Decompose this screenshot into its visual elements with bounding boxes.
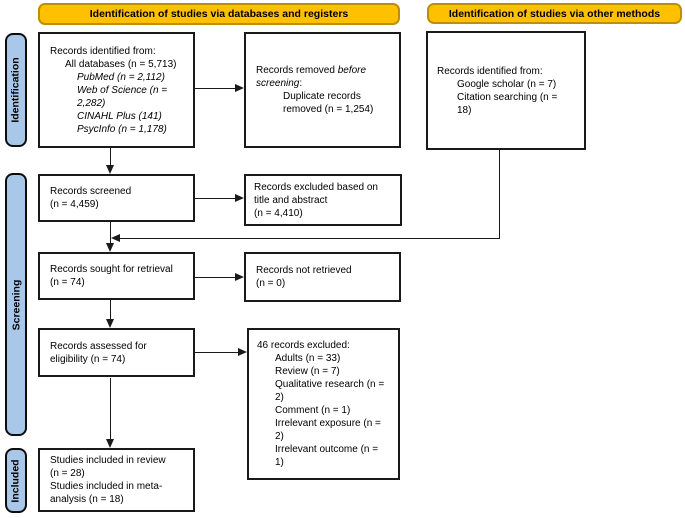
connector-other-methods-down [499, 148, 500, 238]
arrowhead-left-icon [111, 234, 120, 242]
arrow-identified-to-removed [195, 88, 236, 89]
header-databases-registers: Identification of studies via databases … [38, 3, 400, 25]
text-line: Records not retrieved [256, 265, 352, 276]
text-line: title and abstract [254, 194, 328, 206]
arrowhead-down-icon [106, 439, 114, 448]
stage-screening-label: Screening [10, 279, 22, 330]
text-line: screening: [256, 78, 303, 89]
stage-screening: Screening [5, 173, 27, 436]
arrow-screened-to-excluded [195, 198, 236, 199]
text-line: PsycInfo (n = 1,178) [77, 123, 167, 135]
stage-identification-label: Identification [10, 57, 22, 123]
text-line: Irrelevant outcome (n = [275, 444, 379, 455]
text-line: Records removed before [256, 65, 367, 76]
text-line: (n = 28) [50, 468, 85, 479]
text-line: Records identified from: [437, 65, 543, 77]
text-line: (n = 0) [256, 278, 286, 289]
text-line: Records screened [50, 186, 132, 197]
text-line: Comment (n = 1) [275, 405, 351, 416]
header-other-methods: Identification of studies via other meth… [427, 3, 682, 24]
arrowhead-down-icon [106, 165, 114, 174]
arrow-assessed-to-included [110, 378, 111, 439]
text-line: 2) [275, 392, 284, 403]
arrowhead-down-icon [106, 319, 114, 328]
box-records-identified-databases: Records identified from: All databases (… [38, 32, 195, 148]
arrowhead-down-icon [106, 243, 114, 252]
arrow-screened-to-sought [110, 222, 111, 244]
text-line: Records excluded based on [254, 181, 378, 193]
stage-included-label: Included [10, 458, 23, 503]
text-line: (n = 4,410) [254, 207, 303, 219]
text-line: Records assessed for [50, 340, 147, 352]
text-line: CINAHL Plus (141) [77, 110, 162, 122]
text-line: Review (n = 7) [275, 366, 340, 377]
arrow-sought-to-notretrieved [195, 277, 236, 278]
text-line: 2,282) [77, 97, 106, 109]
box-records-sought-retrieval: Records sought for retrieval (n = 74) [38, 252, 195, 300]
text-line: Duplicate records [283, 91, 361, 102]
text-line: Web of Science (n = [77, 84, 168, 96]
text-line: 1) [275, 457, 284, 468]
text-line: All databases (n = 5,713) [65, 58, 177, 70]
text-line: Studies included in review [50, 455, 166, 466]
text-line: Irrelevant exposure (n = [275, 418, 381, 429]
arrow-assessed-to-excluded46 [195, 352, 239, 353]
arrow-sought-to-assessed [110, 300, 111, 320]
arrowhead-right-icon [235, 194, 244, 202]
text-line: 46 records excluded: [257, 340, 350, 351]
text-line: Records identified from: [50, 45, 156, 57]
box-records-assessed-eligibility: Records assessed for eligibility (n = 74… [38, 328, 195, 377]
box-46-records-excluded: 46 records excluded: Adults (n = 33) Rev… [247, 328, 400, 480]
connector-other-methods-left [119, 238, 500, 239]
arrowhead-right-icon [235, 84, 244, 92]
arrow-identified-to-screened [110, 148, 111, 166]
text-line: 2) [275, 431, 284, 442]
arrowhead-right-icon [238, 348, 247, 356]
text-line: Records sought for retrieval [50, 264, 173, 275]
text-line: removed (n = 1,254) [283, 104, 374, 115]
arrowhead-right-icon [235, 273, 244, 281]
text-line: 18) [457, 104, 472, 116]
stage-included: Included [5, 448, 27, 513]
box-records-not-retrieved: Records not retrieved (n = 0) [244, 252, 401, 302]
text-line: (n = 74) [50, 277, 85, 288]
text-line: (n = 4,459) [50, 199, 99, 210]
box-records-excluded-title-abstract: Records excluded based on title and abst… [244, 174, 402, 226]
text-line: Qualitative research (n = [275, 379, 385, 390]
text-line: Studies included in meta- [50, 481, 163, 492]
text-line: Google scholar (n = 7) [457, 78, 557, 90]
text-line: Adults (n = 33) [275, 353, 341, 364]
box-studies-included: Studies included in review (n = 28) Stud… [38, 448, 195, 512]
text-line: PubMed (n = 2,112) [77, 71, 165, 83]
text-line: analysis (n = 18) [50, 494, 124, 505]
text-line: eligibility (n = 74) [50, 353, 126, 365]
box-records-screened: Records screened (n = 4,459) [38, 174, 195, 222]
text-line: Citation searching (n = [457, 91, 558, 103]
box-records-removed-before-screening: Records removed before screening: Duplic… [244, 32, 401, 148]
stage-identification: Identification [5, 33, 27, 147]
box-records-identified-other: Records identified from: Google scholar … [426, 31, 586, 150]
